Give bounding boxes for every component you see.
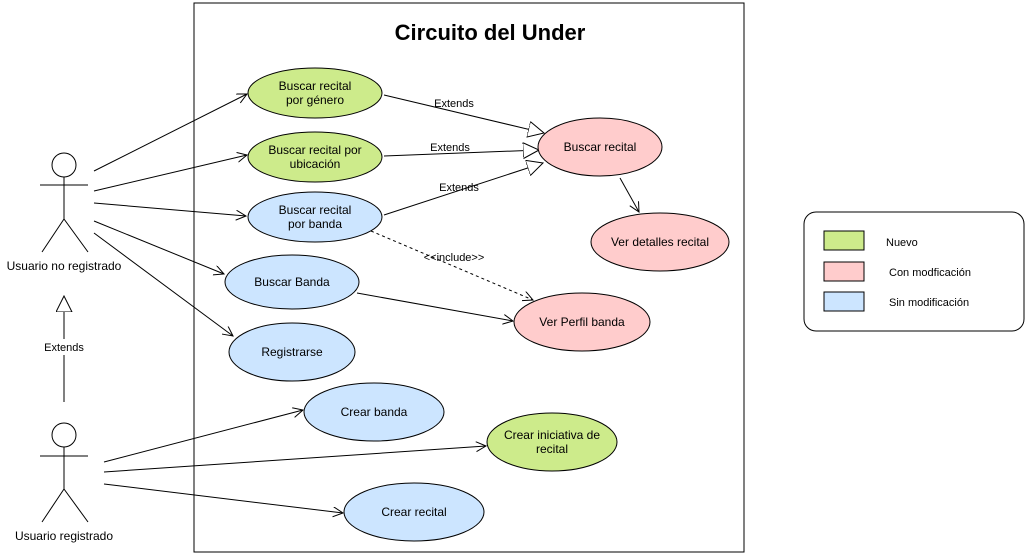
- svg-text:por banda: por banda: [288, 217, 342, 231]
- legend-label-sin-modificacion: Sin modificación: [889, 297, 969, 309]
- uc-buscar-recital-banda[interactable]: Buscar recital por banda: [247, 191, 383, 243]
- associations-no-registrado: [93, 94, 247, 336]
- assoc-line: [93, 94, 247, 172]
- extends-line: [383, 150, 539, 156]
- assoc-line: [93, 232, 233, 336]
- legend-swatch-nuevo: [823, 230, 865, 251]
- legend-swatch-sin-modificacion: [823, 291, 865, 312]
- legend-swatch-con-modificacion: [823, 261, 865, 282]
- actor-label-no-registrado: Usuario no registrado: [7, 259, 122, 273]
- uc-crear-banda[interactable]: Crear banda: [303, 382, 445, 442]
- extends-label: Extends: [434, 98, 474, 110]
- extends-line: [383, 94, 544, 133]
- legend: Nuevo Con modficación Sin modificación: [803, 211, 1025, 332]
- uc-buscar-banda[interactable]: Buscar Banda: [224, 254, 360, 310]
- svg-text:Ver Perfil banda: Ver Perfil banda: [539, 315, 625, 329]
- extends-line: [383, 163, 543, 216]
- assoc-line: [93, 220, 224, 274]
- uc-registrarse[interactable]: Registrarse: [228, 322, 356, 382]
- svg-text:por género: por género: [286, 93, 344, 107]
- legend-label-nuevo: Nuevo: [886, 237, 918, 249]
- svg-text:Buscar recital: Buscar recital: [564, 140, 637, 154]
- uc-crear-iniciativa-recital[interactable]: Crear iniciativa de recital: [486, 412, 618, 472]
- svg-text:Buscar Banda: Buscar Banda: [254, 275, 330, 289]
- svg-text:Buscar recital: Buscar recital: [279, 79, 352, 93]
- svg-text:ubicación: ubicación: [290, 157, 341, 171]
- include-line: [370, 230, 533, 300]
- actor-extends-label: Extends: [44, 342, 84, 354]
- actor-usuario-registrado[interactable]: [40, 422, 89, 523]
- svg-text:Buscar recital por: Buscar recital por: [268, 143, 361, 157]
- svg-text:Registrarse: Registrarse: [261, 345, 323, 359]
- assoc-line: [103, 410, 303, 463]
- extends-label: Extends: [430, 142, 470, 154]
- uc-buscar-recital-ubicacion[interactable]: Buscar recital por ubicación: [247, 131, 383, 183]
- assoc-line: [103, 446, 486, 473]
- svg-text:Crear iniciativa de: Crear iniciativa de: [504, 428, 600, 442]
- svg-text:recital: recital: [536, 442, 568, 456]
- assoc-line: [93, 202, 246, 216]
- uc-buscar-recital-genero[interactable]: Buscar recital por género: [247, 67, 383, 119]
- uc-ver-detalles-recital[interactable]: Ver detalles recital: [590, 212, 730, 272]
- svg-text:Crear banda: Crear banda: [341, 405, 408, 419]
- uc-buscar-recital[interactable]: Buscar recital: [537, 117, 663, 177]
- legend-label-con-modificacion: Con modficación: [889, 267, 971, 279]
- actor-label-registrado: Usuario registrado: [15, 529, 113, 543]
- uc-ver-perfil-banda[interactable]: Ver Perfil banda: [513, 292, 651, 352]
- extends-label: Extends: [439, 182, 479, 194]
- assoc-line: [356, 292, 513, 321]
- svg-text:Buscar recital: Buscar recital: [279, 203, 352, 217]
- assoc-line: [103, 483, 343, 513]
- svg-text:Crear recital: Crear recital: [381, 505, 446, 519]
- associations-registrado: [103, 410, 486, 513]
- svg-text:Ver detalles recital: Ver detalles recital: [611, 235, 709, 249]
- include-label: <<include>>: [424, 252, 485, 264]
- diagram-title: Circuito del Under: [395, 20, 586, 45]
- actor-usuario-no-registrado[interactable]: [40, 152, 89, 253]
- assoc-line: [93, 155, 247, 192]
- assoc-line: [619, 177, 639, 212]
- uc-crear-recital[interactable]: Crear recital: [343, 482, 485, 542]
- extends-relations: [383, 94, 544, 216]
- extends-label-bg: [40, 339, 88, 355]
